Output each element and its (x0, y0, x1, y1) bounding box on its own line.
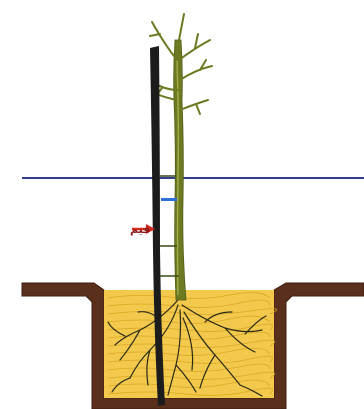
stake-label: قیم (130, 223, 150, 236)
tie-blue (161, 198, 177, 201)
